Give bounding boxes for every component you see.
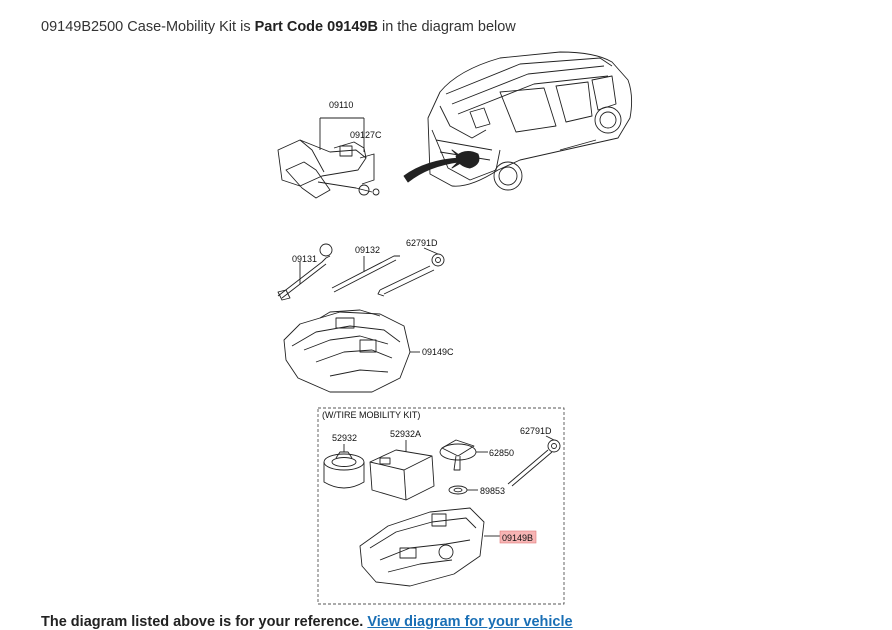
label-jack-handle: 09127C	[350, 130, 382, 140]
label-kit-title: (W/TIRE MOBILITY KIT)	[322, 410, 420, 420]
label-compressor: 52932	[332, 433, 357, 443]
part-code-prefix: Part Code	[254, 19, 324, 35]
label-extension: 09132	[355, 245, 380, 255]
intro-connector: is	[240, 19, 251, 35]
part-highlight	[499, 530, 537, 544]
label-jack-assy: 09110	[329, 100, 353, 110]
part-code: 09149B	[327, 19, 378, 35]
part-number: 09149B2500	[41, 19, 124, 35]
label-valve-tool: 62850	[489, 448, 514, 458]
extension-illustration	[331, 255, 400, 293]
label-wrench: 09131	[292, 254, 317, 264]
label-tow-hook: 62791D	[406, 238, 438, 248]
vehicle-illustration	[427, 51, 633, 191]
footer-note: The diagram listed above is for your ref…	[41, 614, 573, 630]
pointer-arrow	[403, 149, 467, 183]
label-sealant: 52932A	[390, 429, 421, 439]
label-mobility-case: 09149B	[502, 533, 533, 543]
tow-hook-kit-illustration	[507, 435, 561, 487]
tool-case-illustration	[283, 309, 420, 393]
mobility-kit-frame	[317, 407, 565, 605]
tow-hook-illustration	[377, 247, 445, 297]
sealant-illustration	[369, 440, 435, 501]
mobility-case-illustration	[359, 507, 500, 587]
view-diagram-link[interactable]: View diagram for your vehicle	[367, 614, 573, 630]
intro-text: 09149B2500 Case-Mobility Kit is Part Cod…	[41, 19, 516, 35]
part-name: Case-Mobility Kit	[127, 19, 237, 35]
intro-suffix: in the diagram below	[381, 19, 516, 35]
valve-tool-illustration	[439, 439, 488, 471]
label-washer: 89853	[480, 486, 505, 496]
label-tool-case: 09149C	[422, 347, 454, 357]
label-tow-hook-kit: 62791D	[520, 426, 552, 436]
wrench-illustration	[277, 243, 333, 301]
footer-text: The diagram listed above is for your ref…	[41, 614, 364, 630]
compressor-illustration	[323, 444, 365, 489]
washer-illustration	[448, 485, 478, 495]
jack-illustration	[277, 117, 380, 199]
